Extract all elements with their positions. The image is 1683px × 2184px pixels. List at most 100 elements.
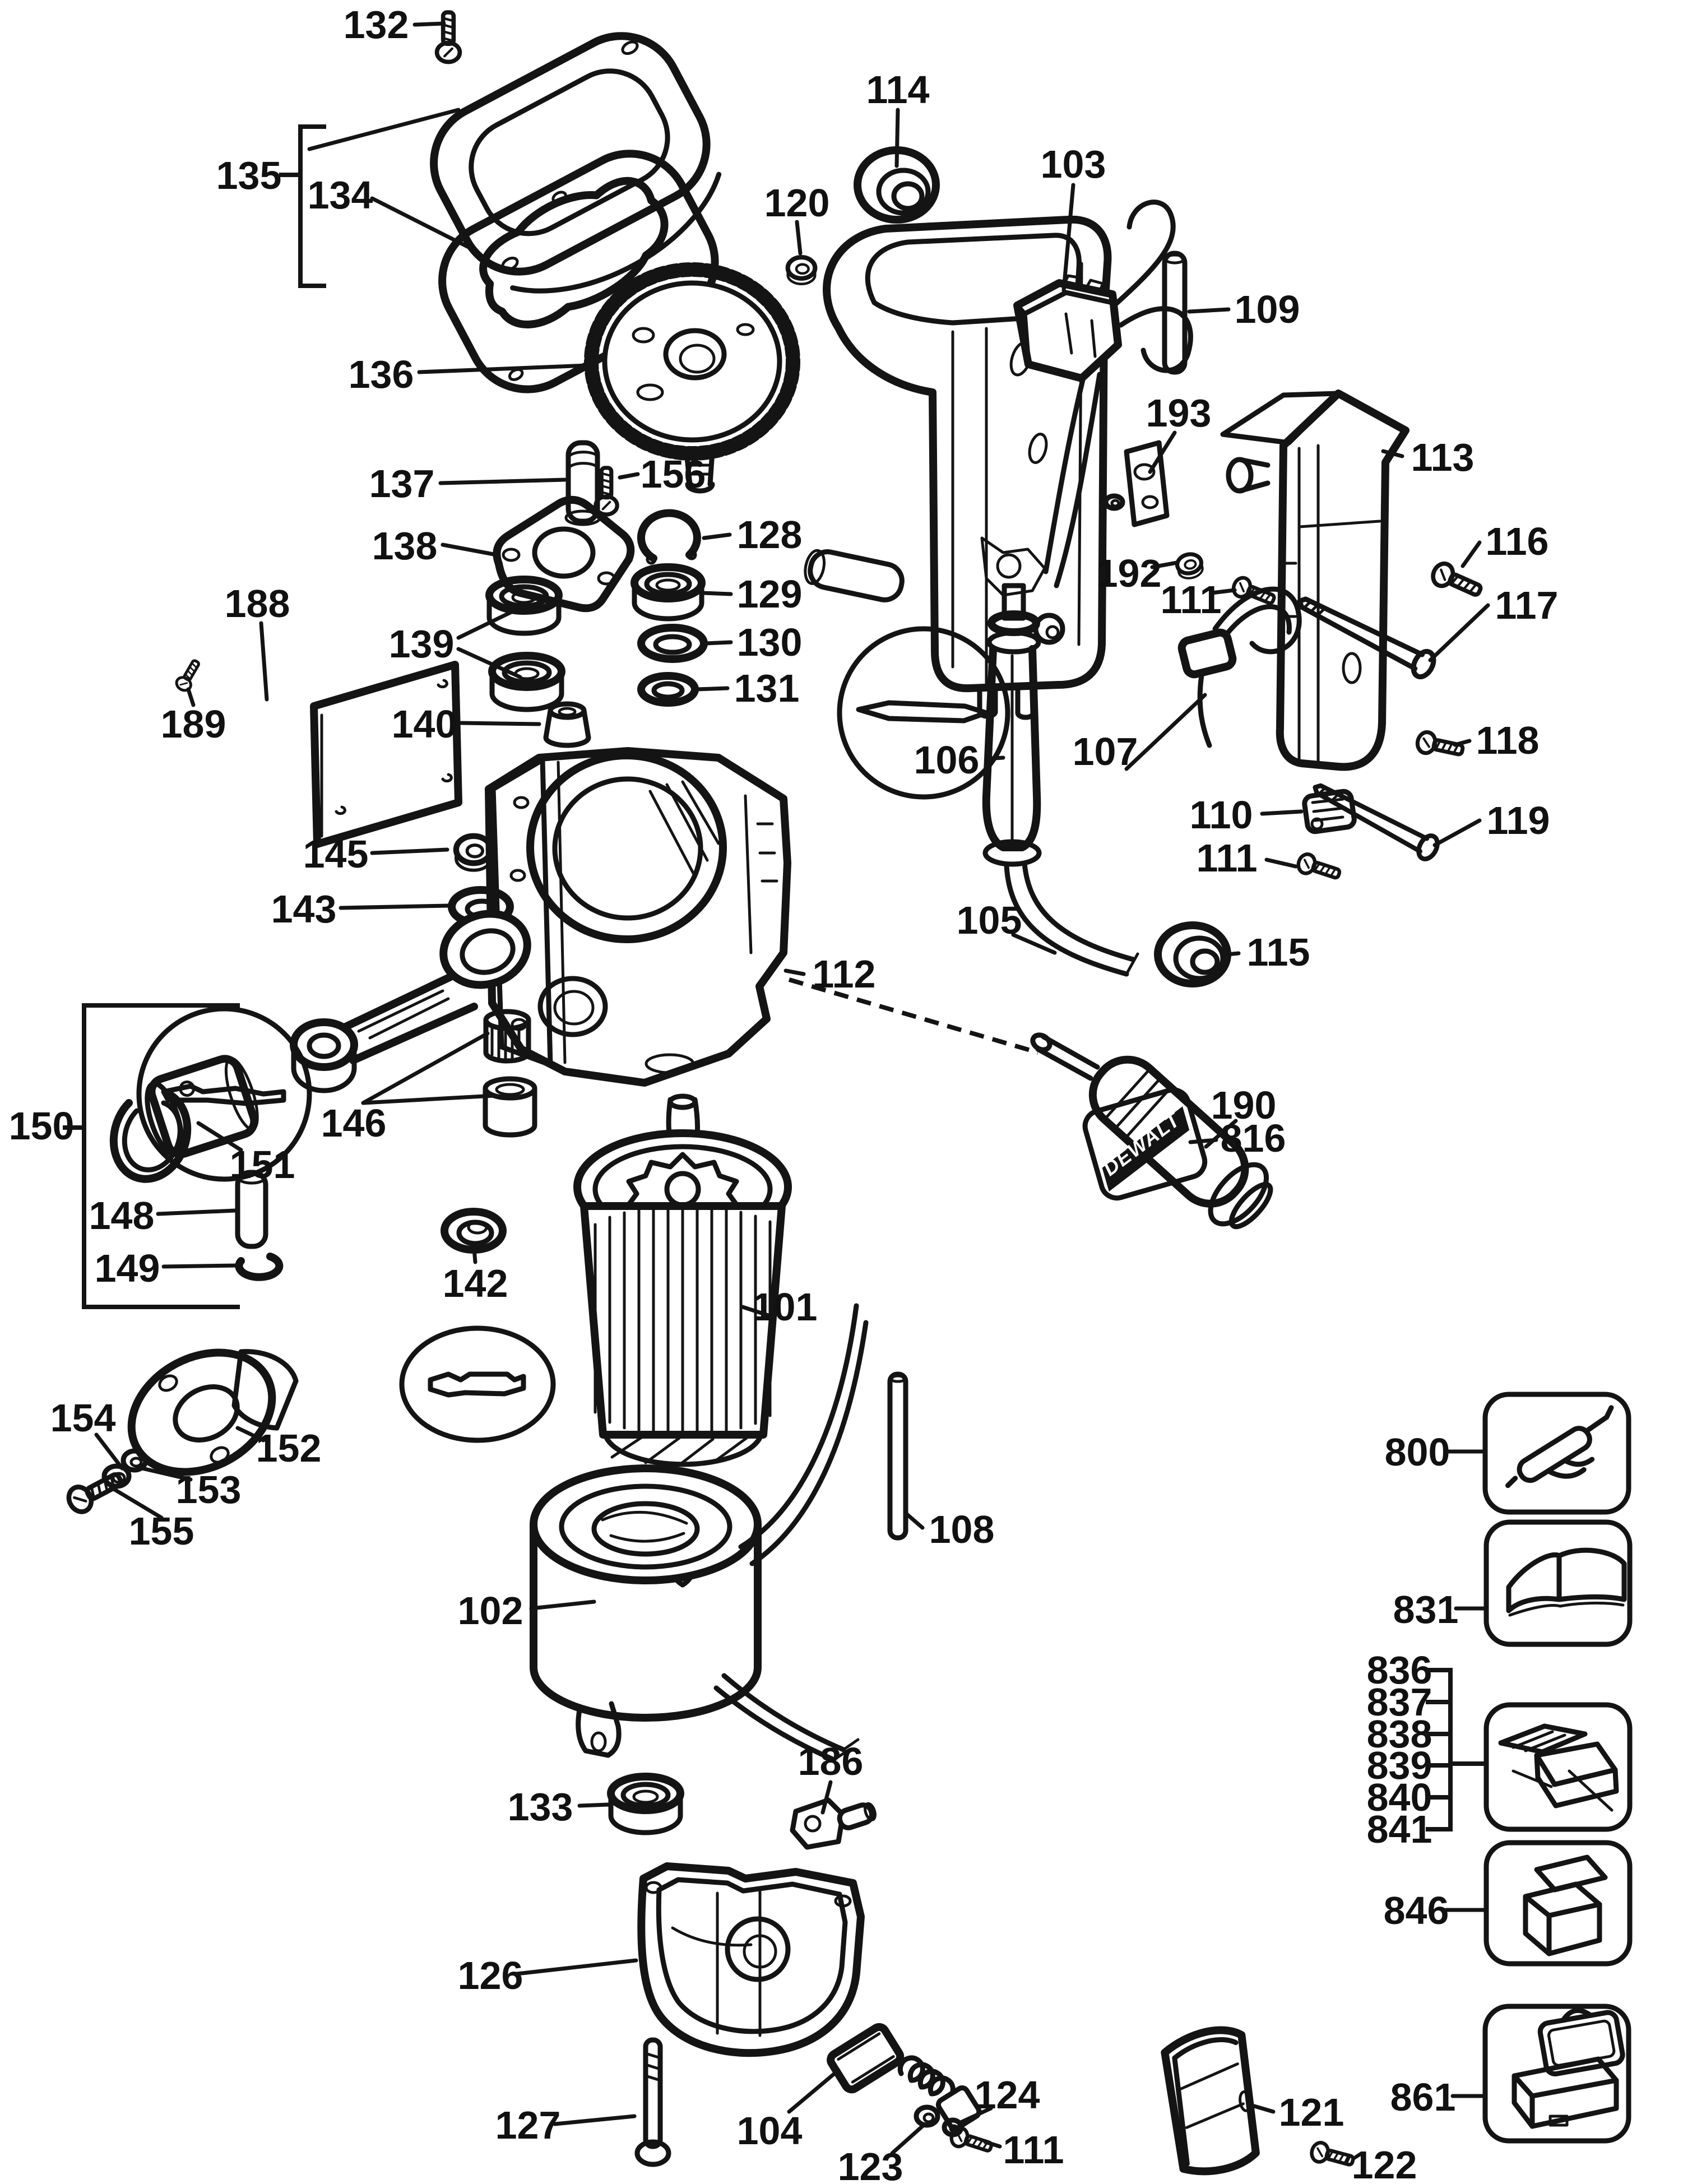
- part-label-110: 110: [1190, 793, 1253, 837]
- leader-124: [957, 2106, 993, 2125]
- part-label-186: 186: [798, 1740, 864, 1783]
- wire-connector-107: [1177, 586, 1302, 748]
- nut-145-icon: [456, 836, 491, 870]
- leader-112: [783, 968, 806, 976]
- leader-151: [196, 1121, 243, 1152]
- rod-108: [887, 1371, 908, 1541]
- ball-bearing-129: [630, 563, 706, 622]
- leader-111: [1209, 588, 1237, 595]
- crank-housing-112: [485, 747, 791, 1087]
- leader-116: [1461, 540, 1482, 568]
- part-label-113: 113: [1411, 435, 1475, 479]
- leader-110: [1260, 809, 1304, 816]
- cord-boot-106: [982, 583, 1042, 867]
- part-label-152: 152: [256, 1426, 322, 1470]
- terminal-plate-193: [1103, 440, 1170, 527]
- grommet-115: [1154, 921, 1231, 987]
- leader-193: [1148, 430, 1177, 474]
- part-label-149: 149: [95, 1246, 160, 1290]
- part-label-153: 153: [176, 1468, 242, 1511]
- leader-148: [156, 1208, 238, 1216]
- leader-105: [1011, 933, 1057, 955]
- leader-145: [370, 847, 449, 855]
- leader-101: [740, 1305, 776, 1319]
- part-label-143: 143: [271, 887, 337, 931]
- leader-146-1: [361, 1093, 497, 1105]
- leader-120: [795, 220, 803, 256]
- part-label-115: 115: [1247, 930, 1310, 974]
- part-label-105: 105: [957, 898, 1022, 942]
- part-label-154: 154: [50, 1396, 116, 1440]
- leader-129: [701, 591, 733, 596]
- part-label-117: 117: [1495, 583, 1559, 627]
- leader-154: [94, 1432, 124, 1471]
- leader-108: [903, 1511, 925, 1530]
- leader-121: [1252, 2104, 1276, 2114]
- part-label-836: 836: [1367, 1648, 1432, 1692]
- leader-127: [553, 2114, 637, 2126]
- part-label-106: 106: [914, 738, 980, 782]
- part-label-111: 111: [1003, 2128, 1064, 2172]
- leader-122: [1344, 2155, 1351, 2164]
- leader-139: [456, 606, 521, 640]
- power-cord-105: [1004, 860, 1139, 977]
- leader-139-1: [456, 647, 522, 679]
- grommet-114: [854, 146, 940, 224]
- ball-bearing-133: [607, 1773, 684, 1835]
- leader-104: [787, 2068, 841, 2114]
- part-label-192: 192: [1096, 551, 1162, 595]
- washer-130: [637, 624, 708, 663]
- leader-106: [984, 755, 1005, 761]
- leader-115: [1225, 951, 1241, 957]
- leader-136: [417, 363, 590, 374]
- washer-153: [120, 1448, 149, 1473]
- part-label-131: 131: [734, 666, 800, 710]
- leader-103: [1061, 183, 1075, 293]
- part-label-846: 846: [1384, 1889, 1449, 1932]
- leader-140: [458, 721, 541, 726]
- pin-sleeve-137: [564, 440, 601, 526]
- part-label-831: 831: [1393, 1588, 1459, 1631]
- part-label-127: 127: [495, 2103, 561, 2147]
- leader-137: [438, 477, 567, 485]
- leader-135: [307, 108, 461, 151]
- leader-156: [618, 472, 640, 480]
- part-label-108: 108: [929, 1508, 995, 1551]
- ferrule-140: [543, 701, 591, 748]
- part-label-861: 861: [1390, 2075, 1456, 2119]
- part-label-193: 193: [1146, 391, 1212, 435]
- part-label-136: 136: [349, 353, 414, 396]
- leader-138: [441, 542, 499, 557]
- leader-118: [1453, 739, 1472, 747]
- leader-132: [412, 21, 446, 27]
- baffle-plate-110: [1302, 789, 1357, 834]
- part-label-188: 188: [225, 582, 290, 625]
- part-label-111: 111: [1160, 578, 1221, 622]
- connecting-rod: [290, 910, 531, 1093]
- piston-ring: [109, 1089, 192, 1183]
- part-label-119: 119: [1487, 799, 1550, 842]
- part-label-126: 126: [458, 1954, 523, 1997]
- part-label-139: 139: [389, 622, 455, 666]
- nut-120-icon: [788, 257, 815, 284]
- needle-bearing-set-146: [483, 1009, 537, 1138]
- part-label-118: 118: [1476, 718, 1540, 762]
- leader-152: [235, 1426, 266, 1443]
- leader-816: [1188, 1138, 1218, 1144]
- part-label-816: 816: [1221, 1116, 1286, 1160]
- part-label-190: 190: [1211, 1083, 1277, 1127]
- leader-190: [1204, 1119, 1238, 1149]
- spur-gear-136: [584, 262, 800, 494]
- leader-186: [820, 1780, 833, 1815]
- part-label-121: 121: [1279, 2090, 1344, 2134]
- washer-131: [637, 672, 699, 707]
- part-label-189: 189: [161, 702, 226, 746]
- handle-frame-right-half-113: [1220, 389, 1410, 771]
- detail-ellipse-key-c: [399, 1325, 556, 1443]
- part-label-104: 104: [737, 2109, 803, 2153]
- callout-box-846: [1483, 1840, 1633, 1967]
- leader-142: [472, 1246, 477, 1264]
- leader-128: [702, 532, 732, 540]
- callout-box-861: [1482, 2004, 1631, 2144]
